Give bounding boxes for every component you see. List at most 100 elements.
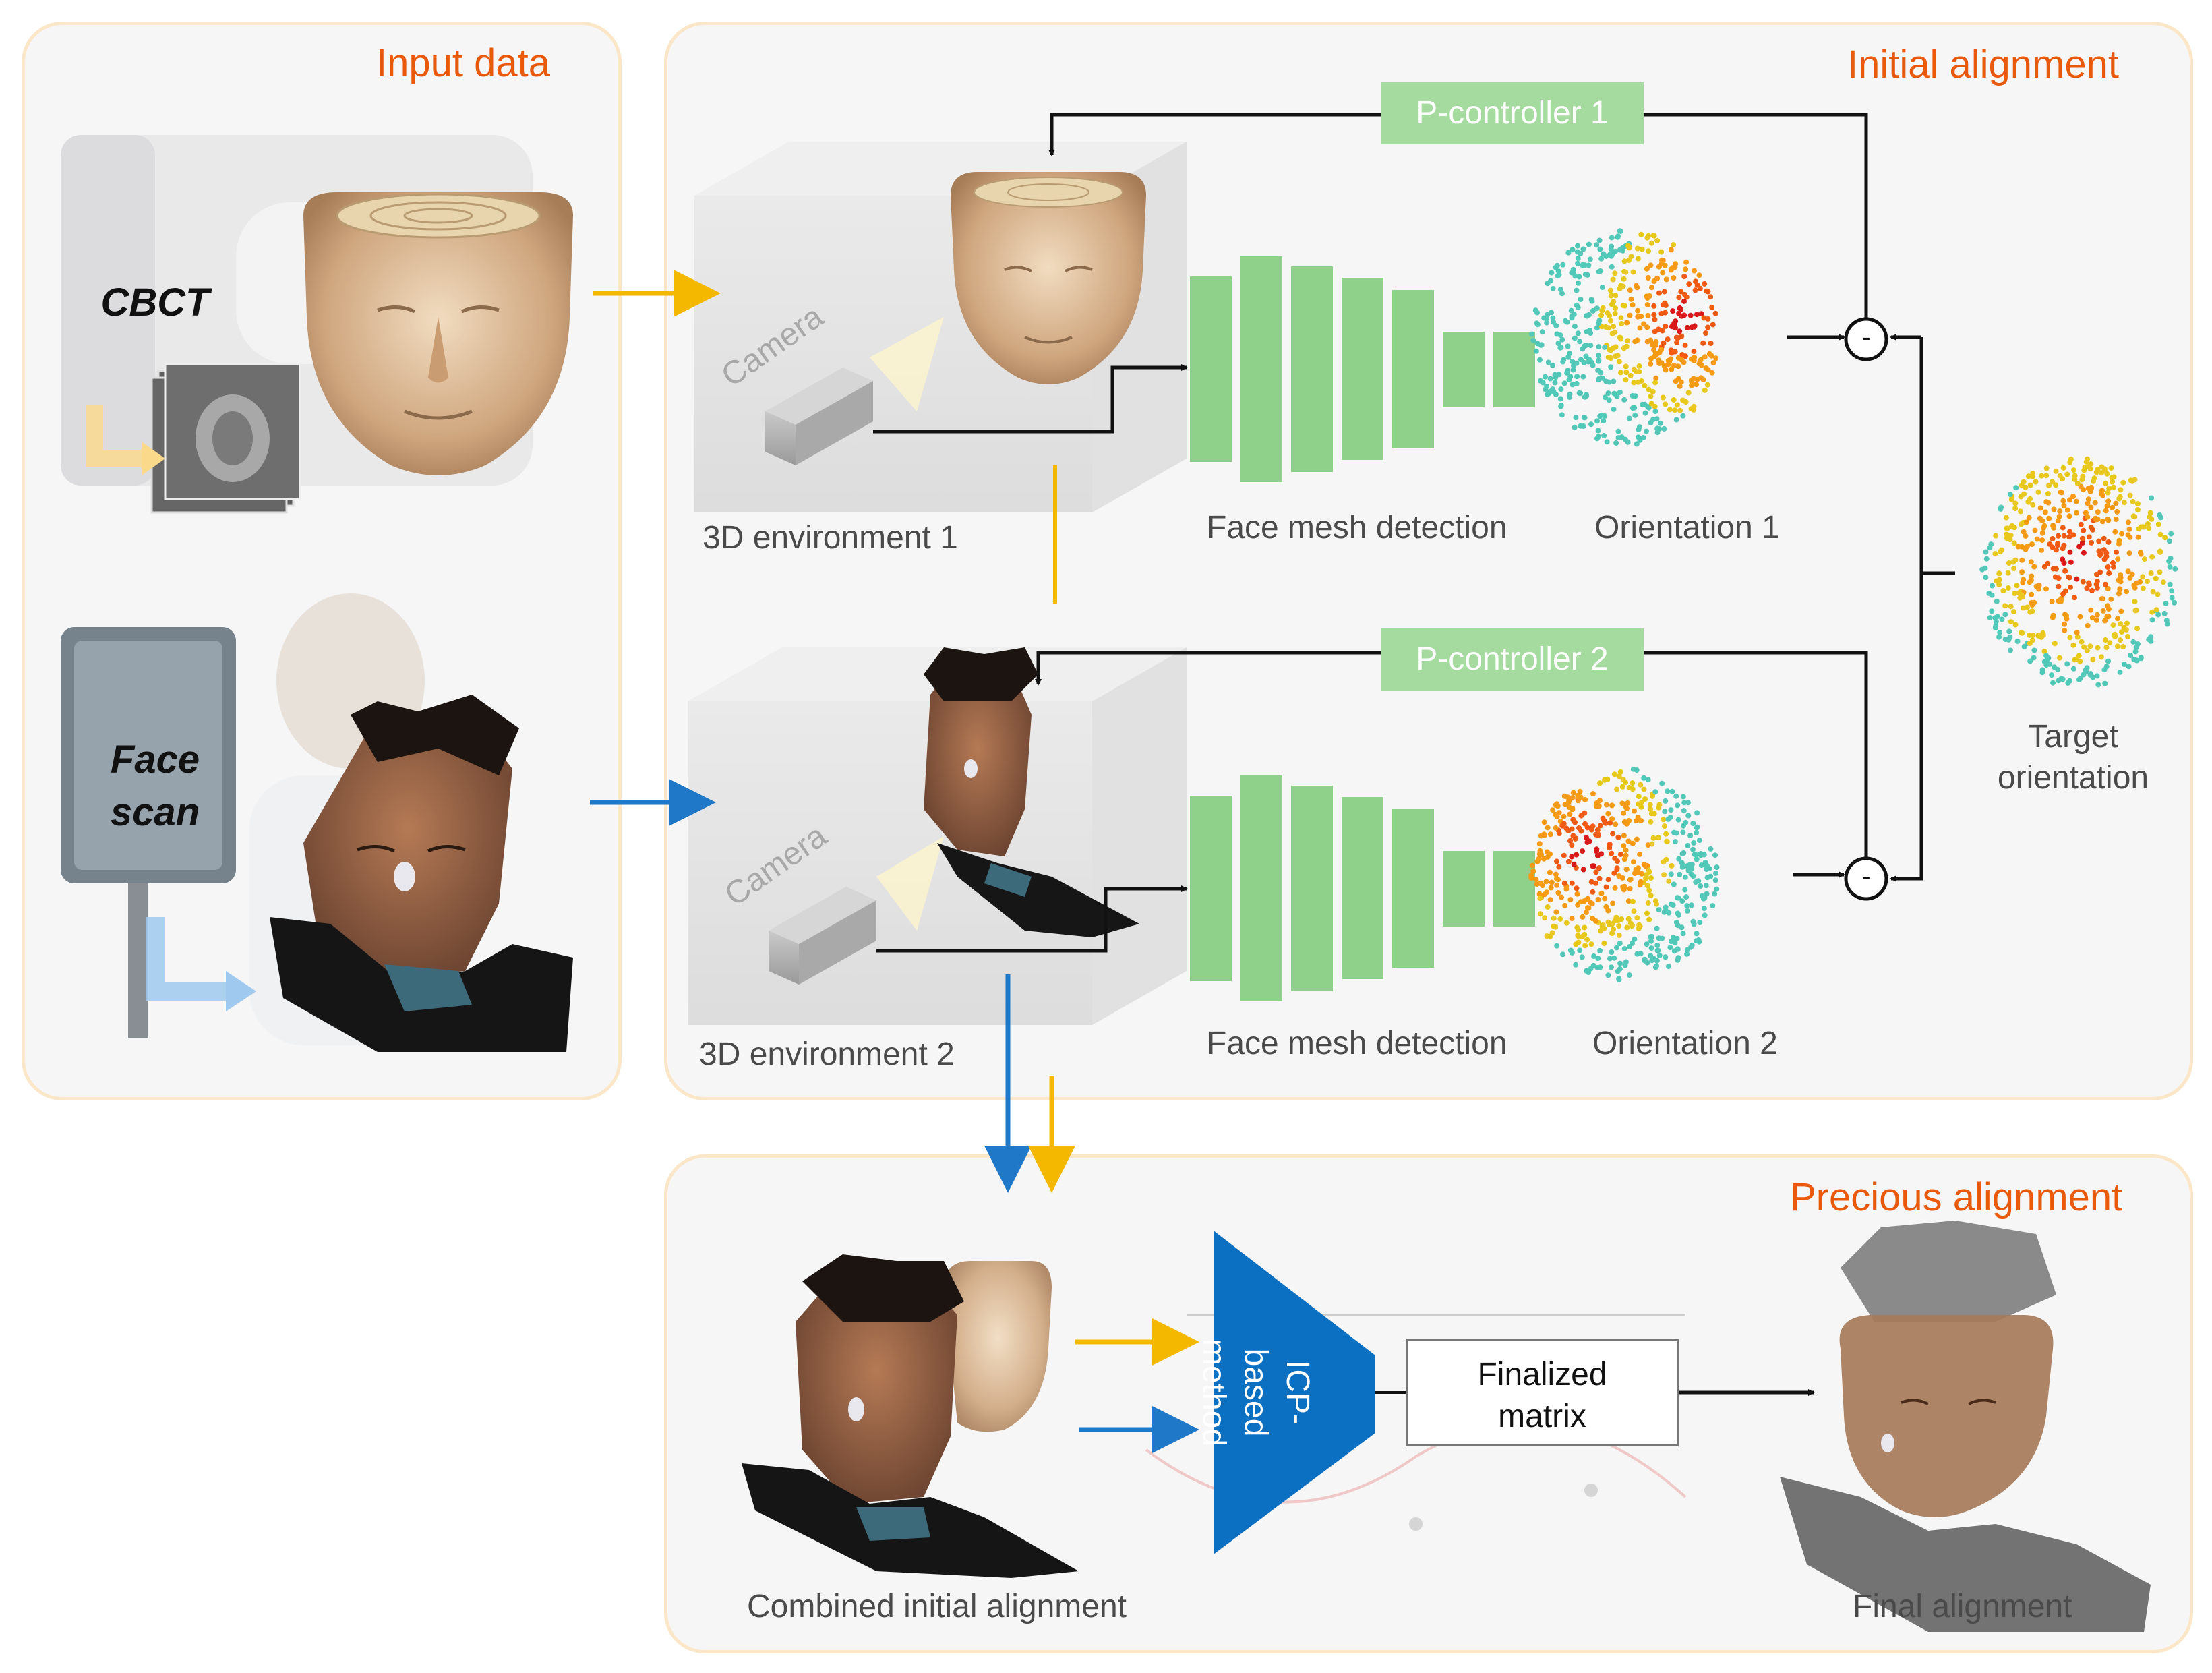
landmark-point: [1654, 925, 1660, 931]
landmark-point: [1570, 817, 1576, 823]
landmark-point: [2084, 648, 2090, 654]
camera-1-icon: [765, 317, 944, 465]
landmark-point: [1575, 260, 1581, 266]
landmark-point: [1699, 893, 1705, 899]
landmark-point: [1713, 870, 1718, 876]
landmark-point: [1607, 252, 1613, 258]
landmark-point: [1607, 842, 1613, 848]
landmark-point: [2120, 644, 2126, 649]
landmark-point: [1648, 945, 1654, 951]
landmark-point: [1610, 831, 1616, 837]
landmark-point: [1581, 359, 1587, 365]
landmark-point: [1676, 295, 1682, 301]
landmark-point: [1667, 407, 1673, 413]
landmark-point: [1609, 235, 1615, 241]
landmark-point: [1560, 951, 1566, 958]
landmark-point: [1553, 825, 1559, 831]
landmark-point: [1571, 861, 1577, 867]
landmark-point: [1692, 287, 1698, 293]
landmark-point: [1690, 821, 1696, 827]
landmark-point: [1611, 870, 1617, 876]
landmark-point: [2062, 627, 2068, 633]
landmark-point: [1646, 887, 1652, 893]
landmark-point: [1649, 841, 1655, 847]
landmark-point: [2052, 664, 2058, 670]
landmark-point: [1630, 780, 1636, 786]
landmark-point: [1594, 848, 1600, 854]
landmark-point: [1597, 246, 1603, 252]
landmark-point: [1559, 894, 1565, 900]
landmark-point: [1532, 307, 1538, 314]
landmark-point: [2057, 508, 2063, 515]
landmark-point: [1644, 324, 1650, 330]
landmark-point: [2096, 538, 2102, 544]
landmark-point: [1679, 898, 1685, 904]
landmark-point: [1594, 802, 1601, 809]
landmark-point: [1590, 962, 1596, 968]
landmark-point: [1559, 336, 1565, 343]
landmark-point: [2155, 521, 2161, 527]
landmark-point: [1656, 290, 1662, 296]
landmark-point: [1584, 840, 1590, 845]
landmark-point: [1642, 401, 1648, 407]
landmark-point: [2089, 539, 2094, 546]
landmark-point: [2011, 566, 2017, 571]
landmark-point: [1697, 285, 1703, 291]
landmark-point: [2000, 588, 2006, 593]
landmark-point: [2035, 489, 2041, 495]
landmark-point: [1648, 393, 1654, 399]
landmark-point: [1656, 360, 1663, 366]
landmark-point: [1605, 811, 1611, 817]
landmark-point: [1712, 891, 1718, 897]
landmark-point: [1536, 851, 1543, 857]
landmark-point: [1574, 374, 1580, 380]
landmark-point: [2145, 521, 2151, 527]
landmark-point: [1530, 337, 1536, 343]
landmark-point: [1560, 262, 1566, 268]
landmark-point: [1714, 886, 1720, 892]
landmark-point: [1608, 964, 1614, 970]
landmark-point: [1669, 788, 1675, 794]
landmark-point: [2103, 645, 2110, 651]
landmark-point: [1568, 307, 1574, 314]
landmark-point: [2012, 622, 2019, 628]
landmark-point: [1563, 825, 1570, 831]
landmark-point: [1543, 374, 1548, 380]
landmark-point: [1661, 425, 1667, 432]
landmark-point: [1614, 867, 1620, 873]
landmark-point: [1683, 894, 1690, 900]
landmark-point: [1679, 860, 1685, 866]
landmark-point: [1573, 415, 1579, 421]
landmark-point: [2105, 658, 2111, 664]
landmark-point: [2023, 519, 2029, 525]
landmark-point: [1553, 264, 1559, 270]
landmark-point: [1565, 250, 1572, 256]
landmark-point: [1612, 270, 1618, 276]
landmark-point: [2030, 502, 2036, 508]
landmark-point: [1596, 237, 1603, 243]
landmark-point: [1679, 864, 1685, 870]
landmark-point: [2148, 570, 2154, 576]
landmark-point: [2052, 641, 2058, 647]
landmark-point: [1576, 825, 1582, 831]
landmark-point: [1645, 777, 1651, 783]
landmark-point: [1609, 816, 1615, 822]
landmark-point: [2007, 537, 2013, 543]
landmark-point: [1681, 850, 1687, 856]
landmark-point: [1537, 911, 1543, 917]
landmark-point: [2066, 513, 2072, 519]
landmark-point: [2070, 532, 2076, 538]
landmark-point: [2019, 592, 2025, 598]
landmark-point: [2150, 589, 2156, 595]
landmark-point: [1582, 924, 1588, 931]
landmark-point: [2018, 494, 2024, 500]
landmark-point: [1644, 910, 1650, 916]
landmark-point: [1621, 258, 1627, 264]
landmark-point: [2116, 591, 2122, 597]
landmark-point: [2094, 571, 2099, 577]
landmark-point: [2060, 465, 2066, 471]
landmark-point: [2169, 588, 2175, 594]
landmark-point: [2021, 643, 2027, 649]
landmark-point: [1663, 831, 1669, 837]
landmark-point: [1544, 384, 1550, 389]
